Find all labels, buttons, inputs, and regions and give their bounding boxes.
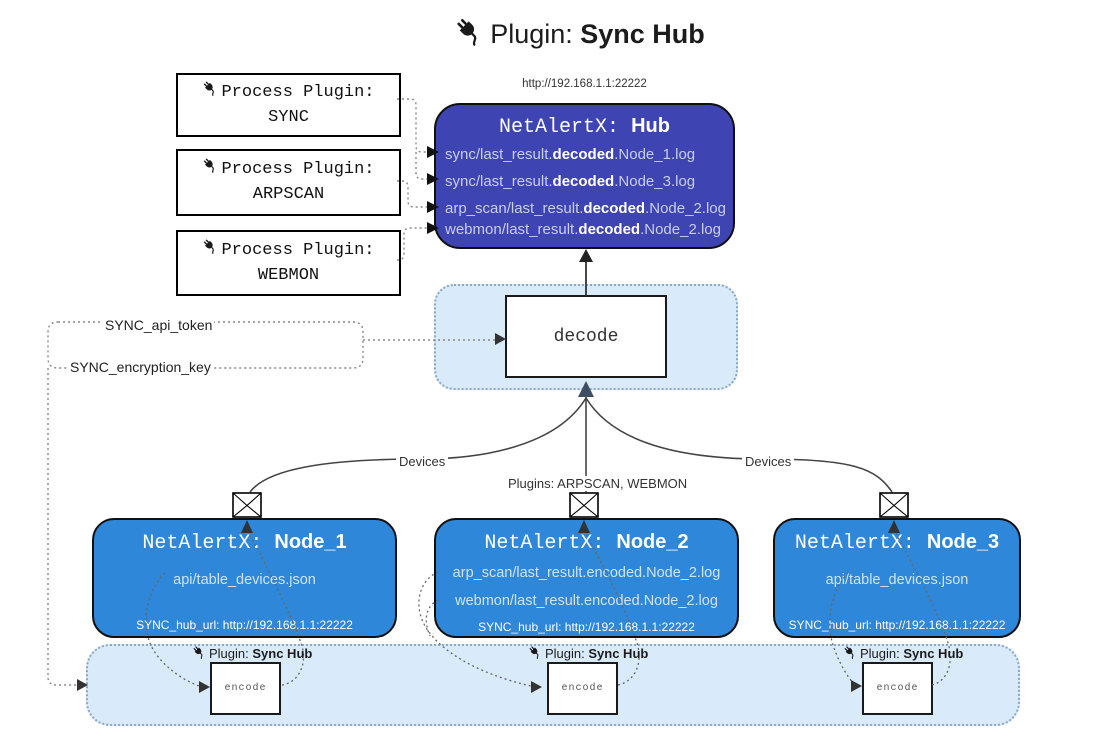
title-text: Plugin: Sync Hub	[490, 19, 705, 49]
envelope-icon	[879, 492, 909, 523]
plugins-edge-label: Plugins: ARPSCAN, WEBMON	[505, 476, 691, 491]
encode-box: encode	[862, 662, 933, 715]
plug-icon	[843, 645, 857, 662]
process-plugin-sync: Process Plugin: SYNC	[176, 73, 401, 137]
hub-url-label: http://192.168.1.1:22222	[522, 78, 647, 90]
node-2-box: NetAlertX: Node_2 arp_scan/last_result.e…	[434, 518, 739, 638]
hub-log-line: arp_scan/last_result.decoded.Node_2.log	[445, 200, 726, 217]
node-title: NetAlertX: Node_1	[142, 531, 347, 555]
node-hub-url: SYNC_hub_url: http://192.168.1.1:22222	[136, 618, 353, 632]
hub-log-line: sync/last_result.decoded.Node_1.log	[445, 146, 696, 163]
process-plugin-label: Process Plugin:	[221, 160, 375, 179]
plug-icon	[454, 16, 484, 53]
node-hub-url: SYNC_hub_url: http://192.168.1.1:22222	[788, 618, 1006, 632]
node-file-line: webmon/last_result.encoded.Node_2.log	[455, 593, 718, 609]
page-title: Plugin: Sync Hub	[0, 16, 1117, 53]
node-hub-url: SYNC_hub_url: http://192.168.1.1:22222	[478, 620, 695, 634]
plug-icon	[528, 645, 542, 662]
hub-title: NetAlertX: Hub	[499, 115, 670, 139]
node-title: NetAlertX: Node_3	[794, 531, 1000, 555]
devices-edge-label-left: Devices	[396, 454, 449, 469]
encode-plugin-label: Plugin: Sync Hub	[843, 645, 963, 662]
process-plugin-webmon: Process Plugin: WEBMON	[176, 230, 401, 296]
encode-box: encode	[210, 662, 281, 715]
envelope-icon	[232, 492, 262, 523]
devices-edge-label-right: Devices	[742, 454, 795, 469]
decode-box: decode	[505, 295, 667, 378]
process-plugin-name: WEBMON	[257, 265, 320, 285]
sync-api-token-label: SYNC_api_token	[103, 317, 215, 333]
plug-icon	[202, 238, 218, 264]
node-1-box: NetAlertX: Node_1 api/table_devices.json…	[92, 518, 397, 638]
process-plugin-name: ARPSCAN	[252, 185, 325, 205]
plug-icon	[192, 645, 206, 662]
node-file-line: arp_scan/last_result.encoded.Node_2.log	[452, 565, 721, 581]
node-file-line: api/table_devices.json	[173, 572, 316, 588]
hub-box: NetAlertX: Hub sync/last_result.decoded.…	[434, 103, 735, 249]
node-file-line: api/table_devices.json	[825, 572, 969, 588]
plug-icon	[202, 80, 218, 106]
encode-plugin-label: Plugin: Sync Hub	[192, 645, 312, 662]
encode-box: encode	[547, 662, 618, 715]
encode-plugin-label: Plugin: Sync Hub	[528, 645, 648, 662]
node-3-box: NetAlertX: Node_3 api/table_devices.json…	[773, 518, 1021, 638]
process-plugin-label: Process Plugin:	[221, 82, 375, 102]
process-plugin-name: SYNC	[268, 107, 309, 127]
process-plugin-label: Process Plugin:	[221, 240, 375, 260]
node-title: NetAlertX: Node_2	[484, 531, 689, 555]
plug-icon	[202, 157, 218, 183]
hub-log-line: sync/last_result.decoded.Node_3.log	[445, 173, 696, 190]
hub-log-line: webmon/last_result.decoded.Node_2.log	[445, 221, 721, 238]
envelope-icon	[569, 492, 599, 523]
process-plugin-arpscan: Process Plugin: ARPSCAN	[176, 149, 401, 216]
sync-encryption-key-label: SYNC_encryption_key	[68, 359, 213, 375]
